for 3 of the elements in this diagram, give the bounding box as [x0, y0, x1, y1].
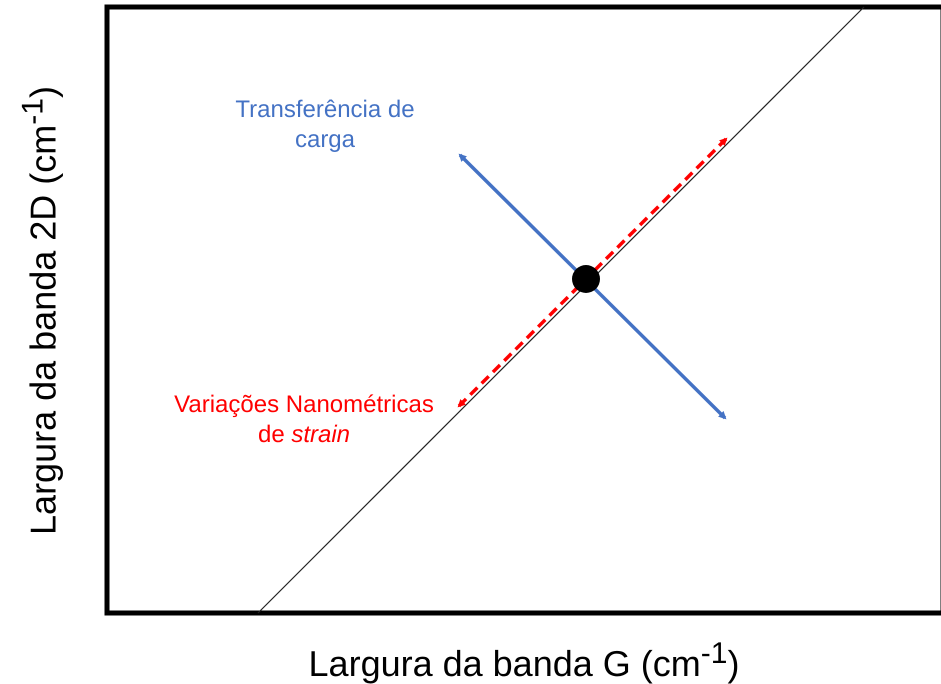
annotation-text: Transferência de carga [234, 95, 416, 155]
axis-title: Largura da banda G (cm$^{-1}$) [308, 636, 740, 684]
annotation-text: Variações Nanométricas de strain [174, 390, 434, 450]
